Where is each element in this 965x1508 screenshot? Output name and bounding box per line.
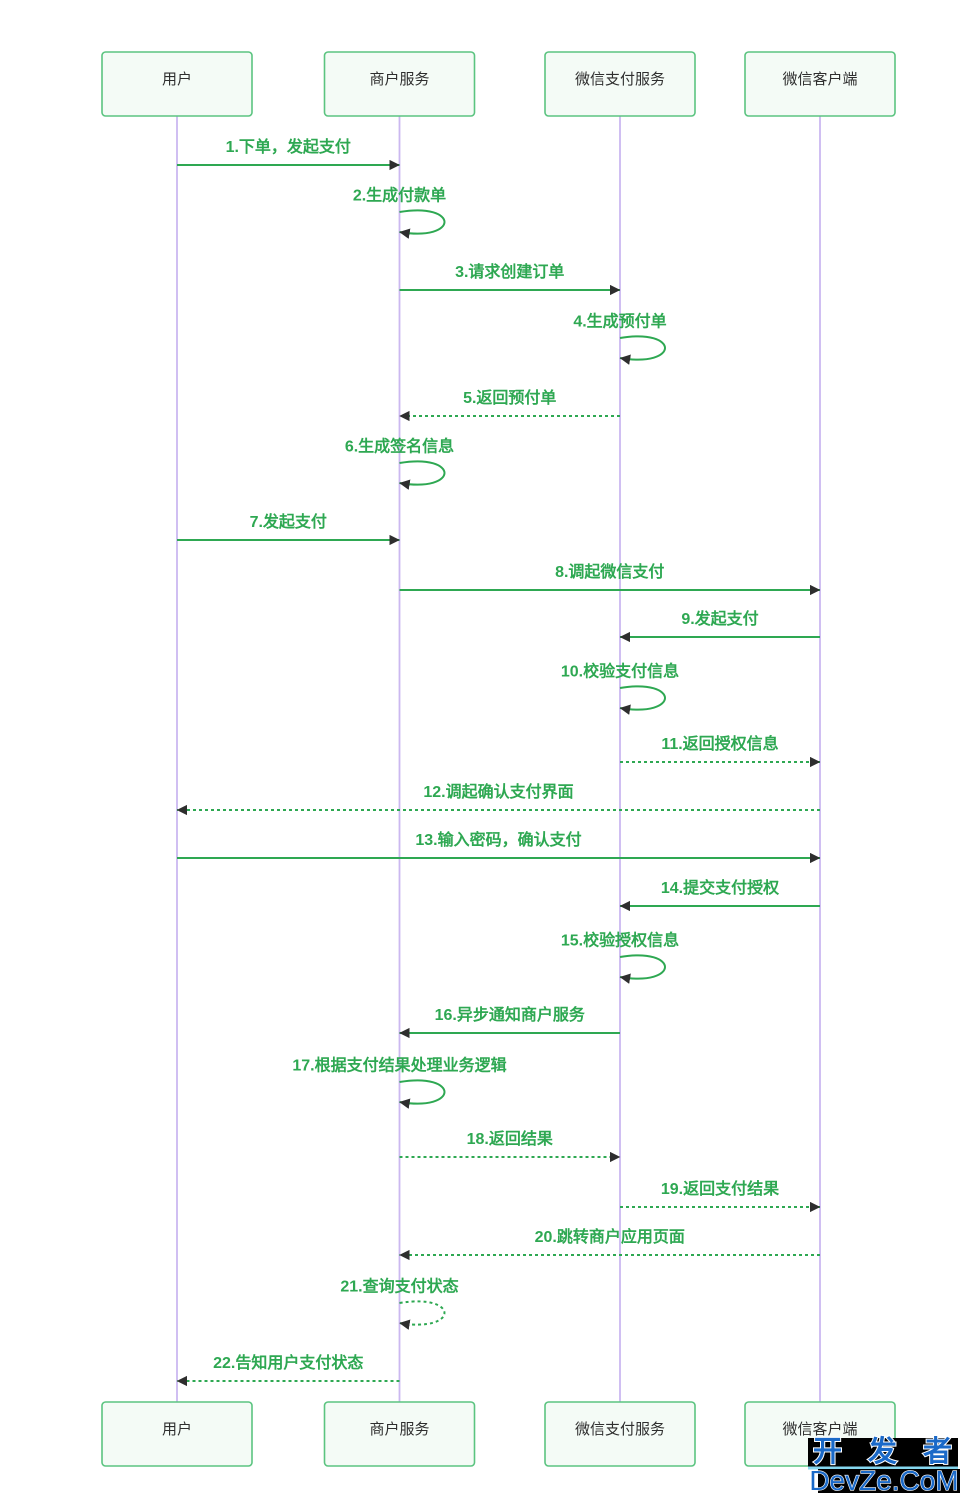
- svg-text:商户服务: 商户服务: [369, 71, 429, 88]
- svg-text:13.输入密码，确认支付: 13.输入密码，确认支付: [415, 830, 581, 849]
- svg-text:5.返回预付单: 5.返回预付单: [463, 388, 556, 407]
- svg-text:用户: 用户: [162, 71, 192, 88]
- svg-text:开发者: 开发者: [813, 1435, 965, 1468]
- svg-text:19.返回支付结果: 19.返回支付结果: [661, 1179, 779, 1198]
- svg-text:9.发起支付: 9.发起支付: [681, 609, 758, 628]
- svg-text:用户: 用户: [162, 1421, 192, 1438]
- svg-text:3.请求创建订单: 3.请求创建订单: [455, 262, 564, 281]
- svg-text:12.调起确认支付界面: 12.调起确认支付界面: [423, 782, 573, 801]
- svg-text:1.下单，发起支付: 1.下单，发起支付: [226, 137, 351, 156]
- svg-text:14.提交支付授权: 14.提交支付授权: [661, 878, 780, 897]
- svg-text:微信支付服务: 微信支付服务: [575, 1421, 665, 1438]
- svg-text:2.生成付款单: 2.生成付款单: [353, 186, 446, 205]
- svg-text:20.跳转商户应用页面: 20.跳转商户应用页面: [535, 1227, 685, 1246]
- svg-text:10.校验支付信息: 10.校验支付信息: [561, 662, 679, 681]
- svg-text:微信支付服务: 微信支付服务: [575, 71, 665, 88]
- svg-text:6.生成签名信息: 6.生成签名信息: [345, 437, 454, 456]
- svg-text:微信客户端: 微信客户端: [782, 1421, 857, 1438]
- svg-text:17.根据支付结果处理业务逻辑: 17.根据支付结果处理业务逻辑: [292, 1056, 506, 1075]
- svg-text:4.生成预付单: 4.生成预付单: [573, 312, 666, 331]
- svg-text:DevZe.CoM: DevZe.CoM: [809, 1465, 958, 1496]
- svg-text:11.返回授权信息: 11.返回授权信息: [661, 734, 778, 753]
- svg-text:21.查询支付状态: 21.查询支付状态: [340, 1277, 458, 1296]
- svg-text:22.告知用户支付状态: 22.告知用户支付状态: [213, 1353, 363, 1372]
- svg-text:商户服务: 商户服务: [369, 1421, 429, 1438]
- svg-text:8.调起微信支付: 8.调起微信支付: [555, 562, 664, 581]
- svg-text:微信客户端: 微信客户端: [782, 71, 857, 88]
- svg-text:7.发起支付: 7.发起支付: [250, 512, 327, 531]
- svg-text:18.返回结果: 18.返回结果: [467, 1129, 553, 1148]
- svg-text:15.校验授权信息: 15.校验授权信息: [561, 931, 679, 950]
- svg-text:16.异步通知商户服务: 16.异步通知商户服务: [435, 1005, 586, 1024]
